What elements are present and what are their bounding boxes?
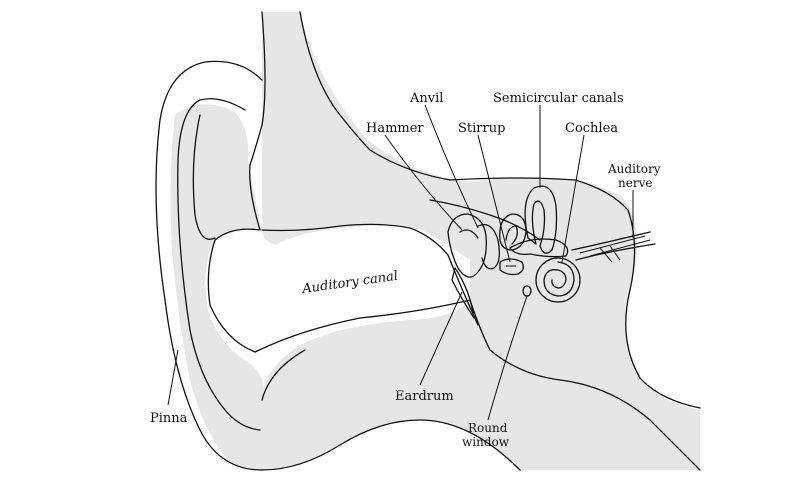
label-semicircular-canals: Semicircular canals (493, 91, 624, 106)
leader-cochlea (561, 134, 585, 263)
skull-tissue-region (262, 12, 700, 470)
label-anvil: Anvil (409, 91, 443, 106)
leader-hammer (384, 134, 463, 231)
pinna-helix-inner (177, 98, 261, 431)
auditory-canal-upper-wall (207, 239, 256, 353)
label-auditory-nerve-line2: nerve (618, 176, 652, 190)
anvil-ossicle (477, 223, 500, 270)
head-contour-upper (249, 11, 266, 166)
eardrum-membrane (447, 254, 479, 326)
antihelix (192, 114, 216, 240)
label-cochlea: Cochlea (565, 121, 618, 136)
auditory-canal-bottom (254, 299, 471, 353)
auditory-nerve (571, 231, 656, 263)
label-hammer: Hammer (366, 121, 424, 136)
stirrup-ossicle (499, 258, 524, 276)
leader-round-window (487, 295, 528, 421)
canal-lower-wall (261, 349, 306, 401)
label-round-window-line1: Round (468, 421, 508, 435)
leader-lines (167, 104, 634, 421)
leader-anvil (424, 104, 479, 229)
label-stirrup: Stirrup (458, 121, 505, 136)
leader-pinna (167, 349, 179, 406)
label-eardrum: Eardrum (395, 389, 454, 404)
temporal-bone-upper (369, 149, 629, 211)
cochlea-spiral (522, 257, 581, 303)
pinna-outer-rim (155, 60, 263, 471)
label-round-window-line2: window (462, 435, 510, 449)
head-contour-neck (299, 11, 371, 151)
leader-eardrum (419, 291, 463, 386)
cavity-floor (469, 299, 701, 471)
concha-upper (214, 164, 261, 241)
outer-ear-outline (155, 11, 521, 471)
label-auditory-nerve-line1: Auditory (607, 162, 661, 176)
temporal-bone-right (625, 209, 701, 409)
label-pinna: Pinna (150, 411, 188, 426)
leader-stirrup (477, 134, 511, 263)
lobe-lower-contour (261, 419, 521, 471)
hammer-ossicle (447, 213, 487, 278)
auditory-canal-top (261, 223, 449, 256)
middle-ear-cavity (369, 149, 701, 471)
label-auditory-canal: Auditory canal (300, 269, 398, 297)
